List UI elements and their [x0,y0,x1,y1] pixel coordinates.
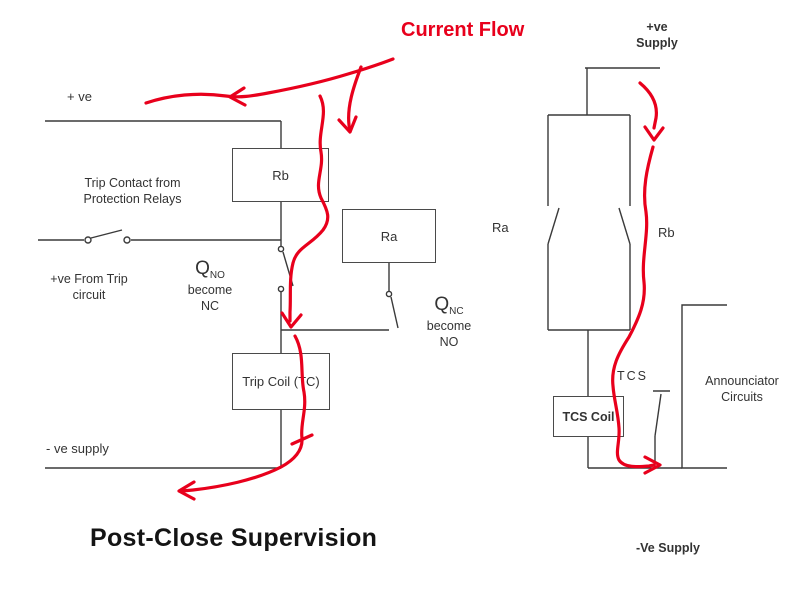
tcs-contact-label: TCS [617,369,648,383]
rb-relay-box: Rb [232,148,329,202]
trip-contact-pivot [84,236,92,244]
flow-arrowhead-hook [337,115,358,134]
from-trip-circuit-label: +ve From Trip circuit [50,272,128,303]
qno-contact-blade [282,251,294,287]
neg-supply-label-left: - ve supply [46,441,109,456]
pos-supply-label-right: +ve Supply [636,20,678,51]
qno-annotation: QNO become NC [187,258,233,314]
trip-contact-terminal [123,236,131,244]
trip-contact-label: Trip Contact from Protection Relays [83,176,182,207]
page-title: Post-Close Supervision [90,524,378,552]
rb-relay-label: Rb [272,167,289,183]
flow-arrowhead-right-top [643,125,665,142]
neg-supply-label-right: -Ve Supply [636,541,700,555]
annunciator-label: Announciator Circuits [705,374,779,405]
trip-coil-box: Trip Coil (TC) [232,353,330,410]
pos-supply-label-left: + ve [67,89,92,104]
flow-top-squiggle [144,57,395,105]
qnc-contact-blade [390,296,399,329]
current-flow-heading: Current Flow [401,19,525,41]
ra-contact-label: Ra [492,220,509,235]
qno-contact-bottom [277,285,285,293]
flow-cross-tick [290,433,314,446]
ra-relay-box: Ra [342,209,436,263]
flow-arrowhead-bottom-right [643,455,662,475]
qnc-annotation: QNC become NO [426,294,472,350]
rb-contact-label: Rb [658,225,675,240]
ra-contact-blade [547,207,560,245]
flow-branch-hook [347,65,363,133]
qnc-contact-pivot [385,290,393,298]
qno-contact-top [277,245,285,253]
flow-arrowhead-left-top [228,86,247,107]
flow-right-entry [638,81,658,130]
rb-contact-blade [618,207,631,245]
tcs-coil-box: TCS Coil [553,396,624,437]
tcs-coil-label: TCS Coil [562,409,615,424]
flow-left-descender-upper [288,94,330,323]
tcs-contact-blade [654,393,662,437]
flow-arrowhead-bottom-left [177,480,196,501]
ra-relay-label: Ra [380,228,398,244]
trip-contact-blade [90,229,123,239]
flow-arrowhead-mid [280,311,303,329]
trip-coil-label: Trip Coil (TC) [242,374,320,389]
